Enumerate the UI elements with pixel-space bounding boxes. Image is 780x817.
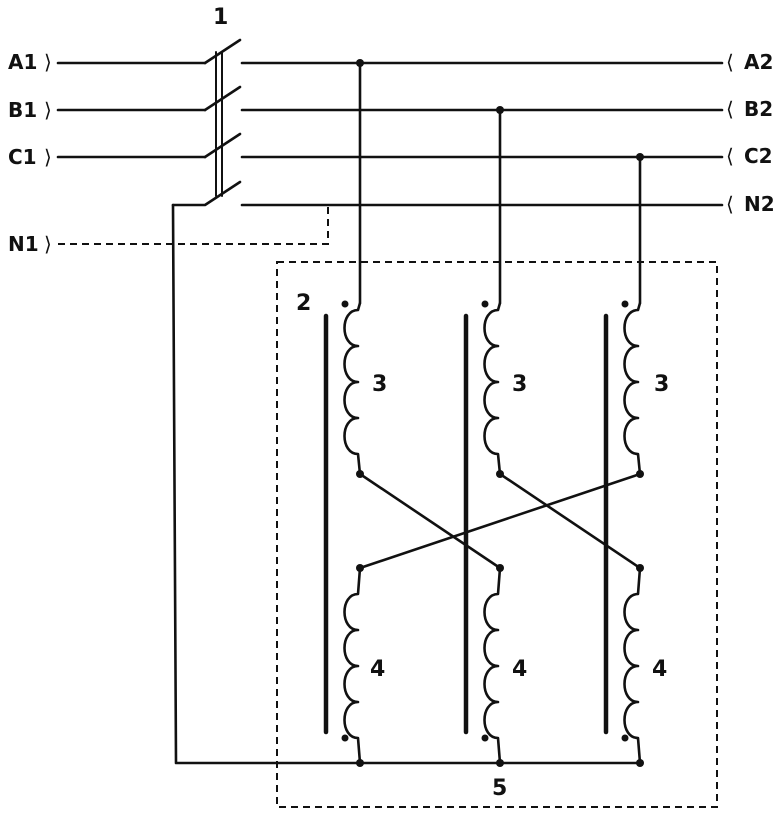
junction-c [636,153,644,161]
terminal-a2-label: A2 [744,50,773,74]
cross-link-b-to-c [500,474,640,568]
lower-winding-a [345,568,361,763]
neutral-bus-label: 5 [492,776,507,801]
terminal-b2-label: B2 [744,97,773,121]
lower-winding-label-c: 4 [652,657,667,682]
terminal-c2-label: C2 [744,144,773,168]
polarity-dot-upper-c [622,301,629,308]
core-label: 2 [296,291,311,316]
transformer-enclosure [277,262,717,807]
connector-c1-icon: ⟩ [44,145,52,169]
upper-winding-b [485,303,501,474]
connector-c2-icon: ⟨ [726,144,734,168]
upper-winding-label-a: 3 [372,372,387,397]
connector-n1-icon: ⟩ [44,232,52,256]
polarity-dot-lower-c [622,735,629,742]
neutral-node-b [496,759,504,767]
switch-blade-n [173,182,240,205]
upper-winding-a [345,303,361,474]
connector-a2-icon: ⟨ [726,50,734,74]
lower-winding-c [625,568,641,763]
polarity-dot-lower-b [482,735,489,742]
line-n1-dashed [58,206,328,244]
cross-link-a-to-b [360,474,500,568]
connector-b2-icon: ⟨ [726,97,734,121]
connector-b1-icon: ⟩ [44,98,52,122]
terminal-n2-label: N2 [744,192,775,216]
terminal-b1-label: B1 [8,98,37,122]
terminal-a1-label: A1 [8,50,37,74]
polarity-dot-lower-a [342,735,349,742]
switch-linkage-bar [216,52,222,196]
lower-winding-label-a: 4 [370,657,385,682]
neutral-node-a [356,759,364,767]
upper-winding-label-b: 3 [512,372,527,397]
connector-n2-icon: ⟨ [726,192,734,216]
junction-a [356,59,364,67]
cross-link-c-to-a [360,474,640,568]
switch-label: 1 [213,5,228,30]
terminal-c1-label: C1 [8,145,37,169]
upper-winding-c [625,303,641,474]
connector-a1-icon: ⟩ [44,50,52,74]
upper-winding-label-c: 3 [654,372,669,397]
neutral-node-c [636,759,644,767]
polarity-dot-upper-b [482,301,489,308]
polarity-dot-upper-a [342,301,349,308]
lower-winding-b [485,568,501,763]
junction-b [496,106,504,114]
lower-winding-label-b: 4 [512,657,527,682]
neutral-return-wire [173,205,640,763]
terminal-n1-label: N1 [8,232,39,256]
